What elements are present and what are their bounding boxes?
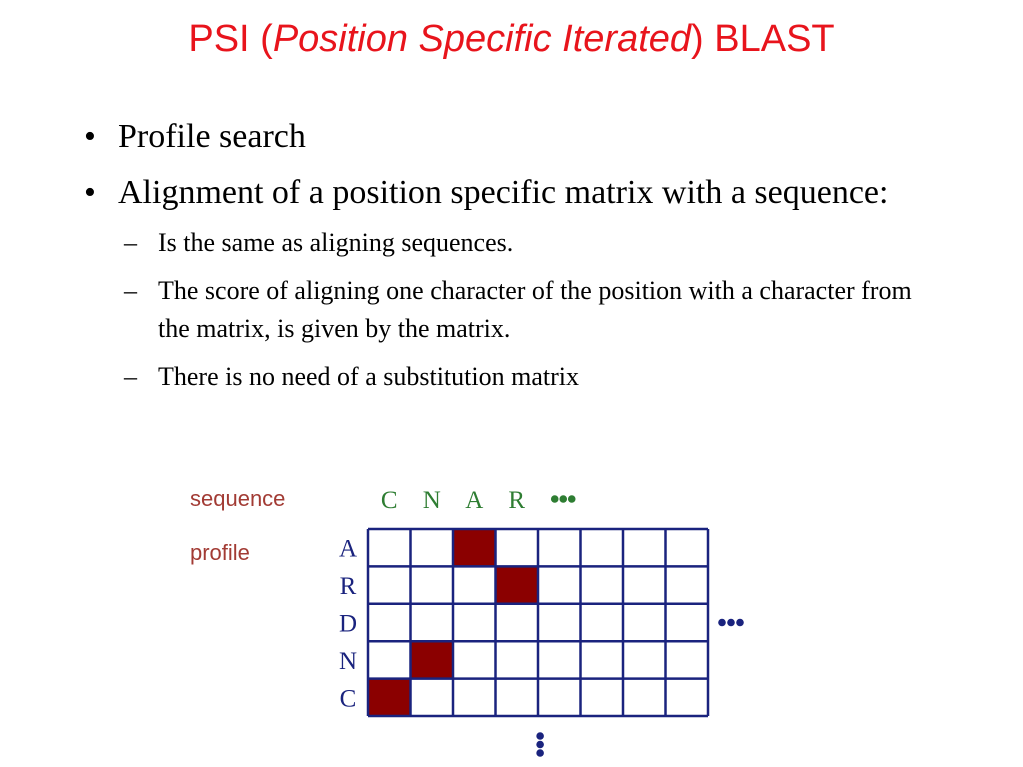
profile-letter: N [339, 648, 357, 675]
profile-letter: A [339, 536, 357, 563]
title-italic: Position Specific Iterated [272, 18, 692, 60]
row-continuation-dot [727, 618, 735, 627]
sequence-letter: A [465, 487, 483, 514]
row-continuation-dot [718, 618, 726, 627]
subbullet-text: The score of aligning one character of t… [158, 276, 912, 343]
sequence-continuation-dot [559, 495, 568, 503]
column-continuation-dot [536, 749, 544, 757]
sequence-label: sequence [190, 486, 286, 511]
sequence-letter: C [381, 487, 398, 514]
slide-title: PSI (Position Specific Iterated) BLAST [0, 18, 1023, 62]
profile-letter: R [340, 573, 357, 600]
filled-cell [410, 641, 453, 679]
bullet-text: Profile search [118, 118, 306, 155]
column-continuation-dot [536, 732, 544, 740]
column-continuation-dot [536, 740, 544, 749]
subbullet-marker: – [124, 228, 137, 257]
subbullet-item: – There is no need of a substitution mat… [124, 358, 944, 396]
sequence-letter: N [423, 487, 441, 514]
sequence-continuation-dot [550, 495, 559, 503]
bullet-item: • Alignment of a position specific matri… [84, 168, 944, 218]
profile-label: profile [190, 540, 250, 565]
sequence-letter: R [508, 487, 525, 514]
title-suffix: ) BLAST [691, 18, 835, 60]
filled-cell [495, 566, 538, 604]
profile-letter: C [340, 685, 357, 712]
subbullet-text: Is the same as aligning sequences. [158, 228, 514, 257]
subbullet-item: – The score of aligning one character of… [124, 272, 944, 348]
bullet-list: • Profile search • Alignment of a positi… [84, 112, 944, 406]
bullet-item: • Profile search [84, 112, 944, 162]
filled-cell [453, 529, 496, 567]
bullet-text: Alignment of a position specific matrix … [118, 174, 889, 211]
title-prefix: PSI ( [188, 18, 273, 60]
bullet-marker: • [84, 118, 96, 155]
row-continuation-dot [736, 618, 744, 627]
sequence-continuation-dot [567, 495, 576, 503]
filled-cell [368, 678, 411, 716]
bullet-marker: • [84, 174, 96, 211]
subbullet-marker: – [124, 362, 137, 391]
subbullet-item: – Is the same as aligning sequences. [124, 224, 944, 262]
profile-letter: D [339, 611, 357, 638]
subbullet-marker: – [124, 276, 137, 305]
subbullet-text: There is no need of a substitution matri… [158, 362, 579, 391]
